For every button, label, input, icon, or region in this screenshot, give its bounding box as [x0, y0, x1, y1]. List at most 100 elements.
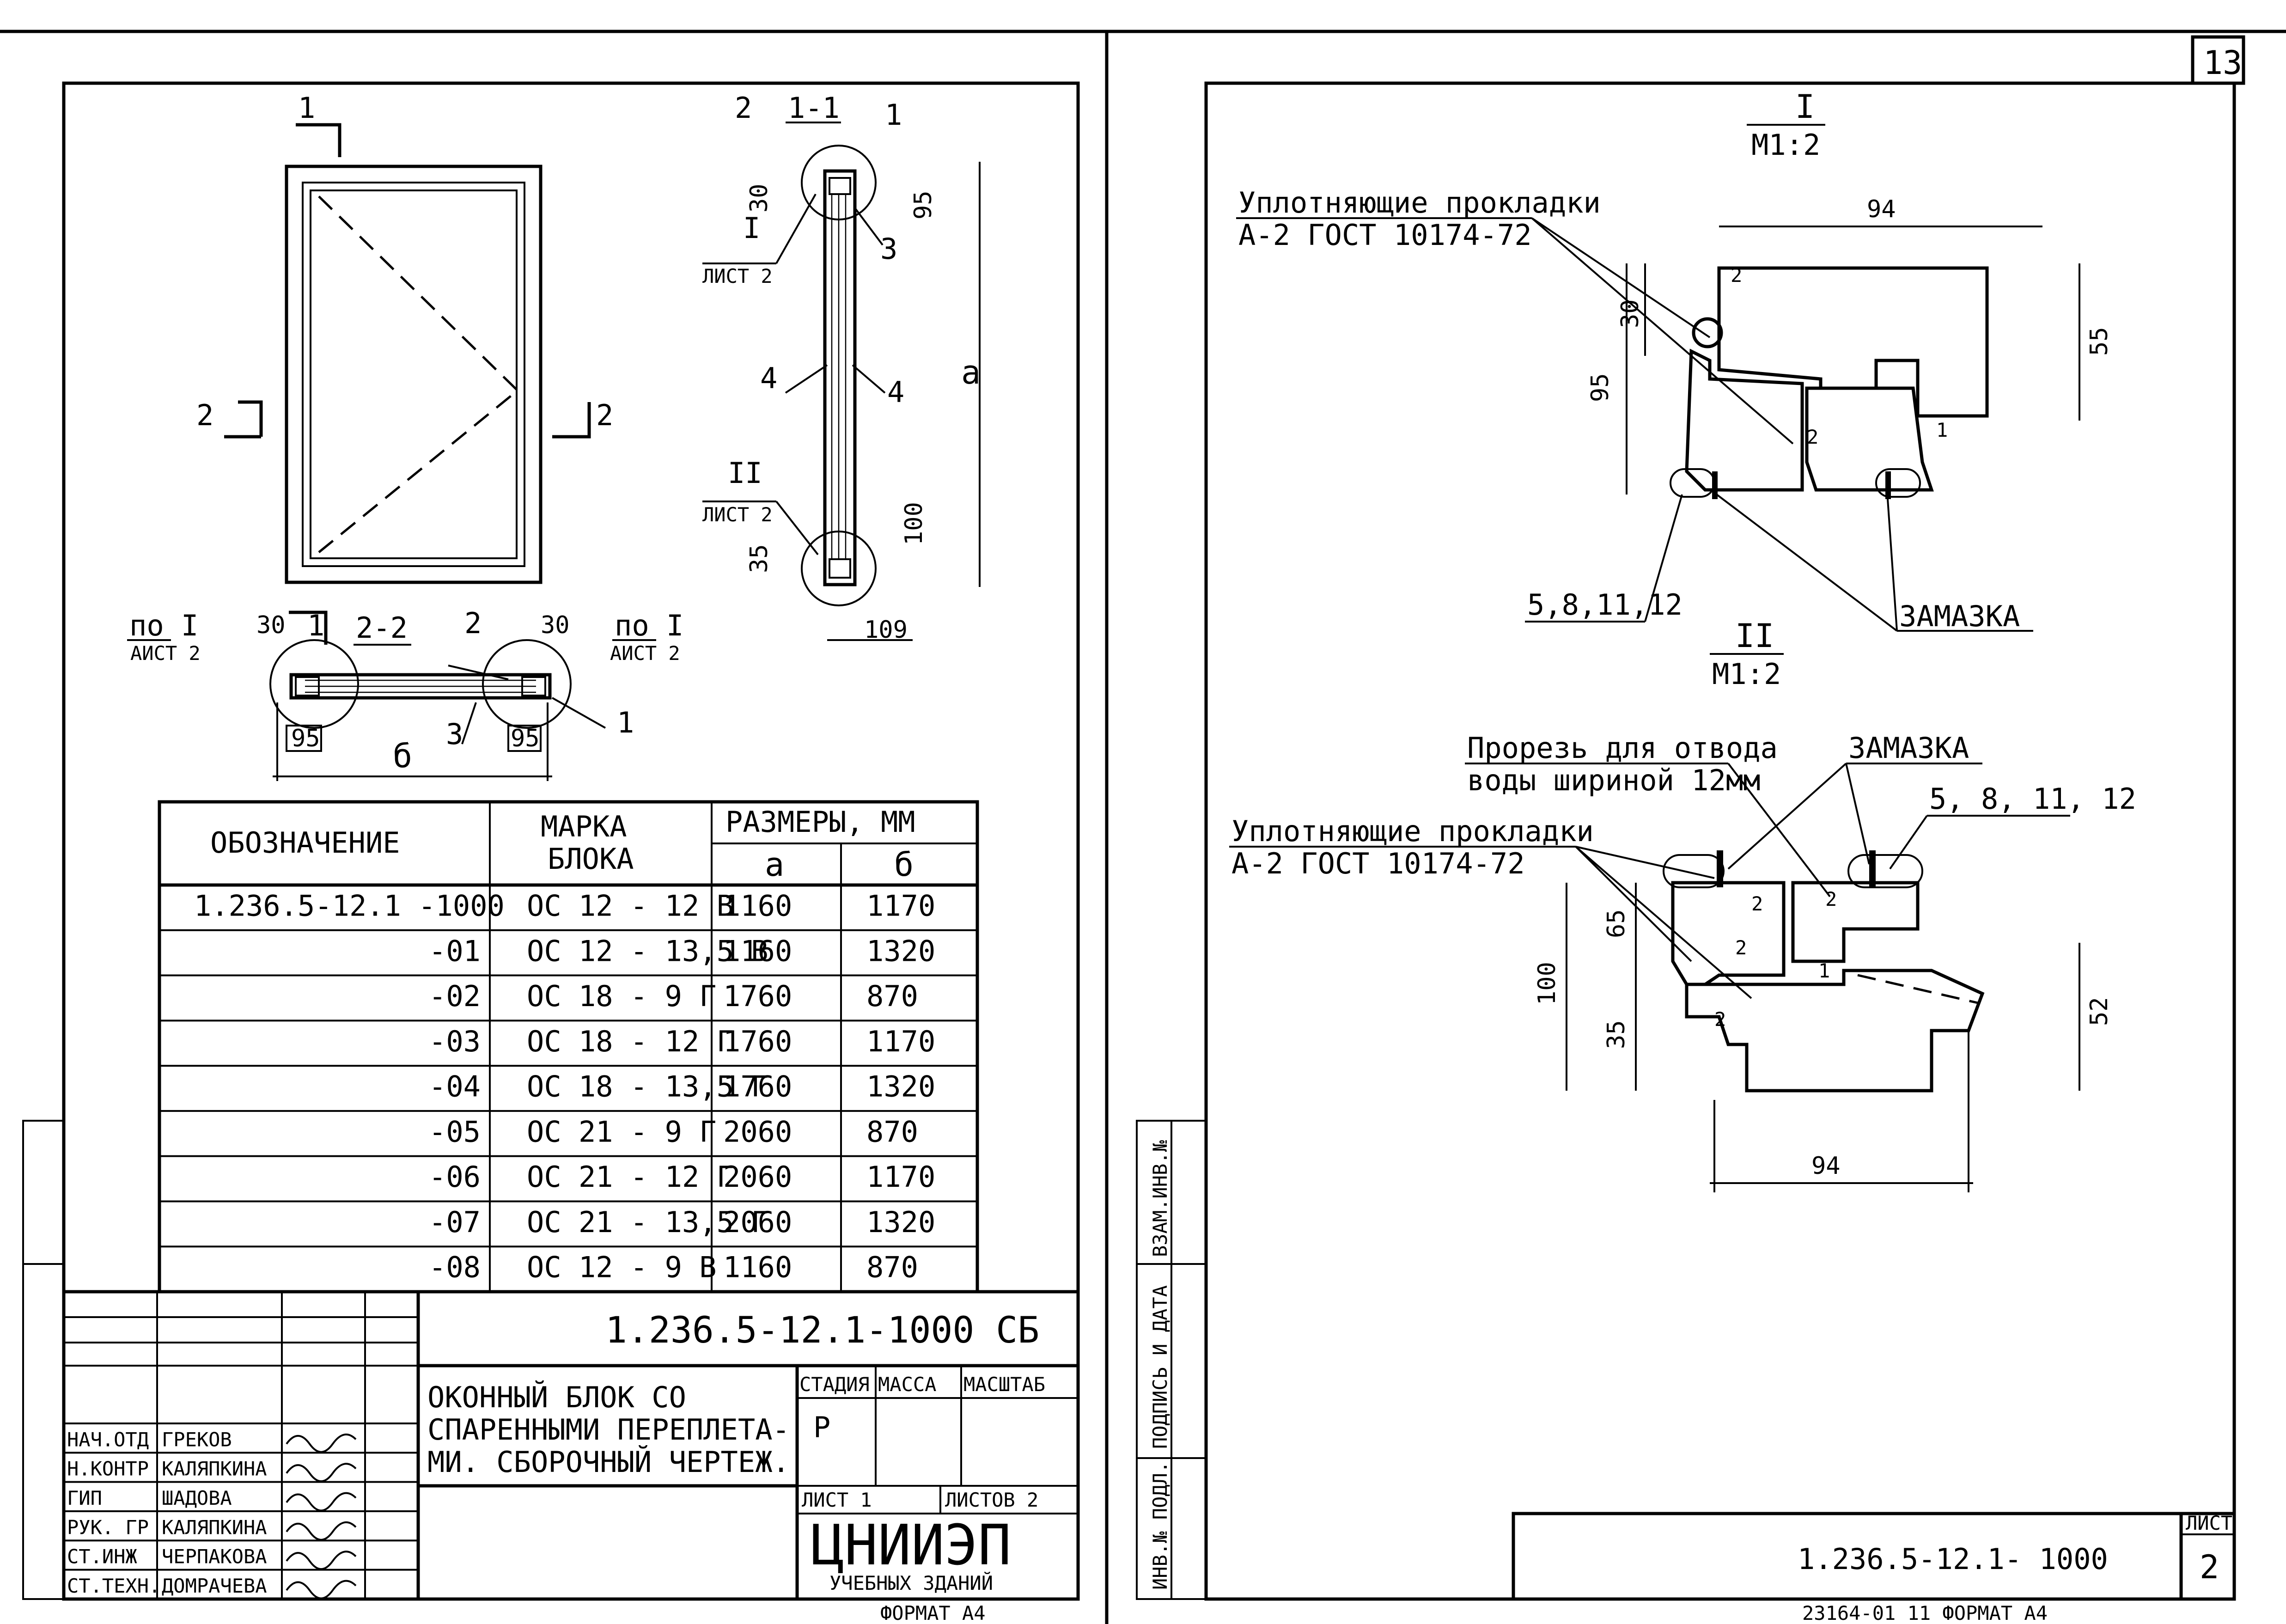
s22-dim-95-left: 95	[291, 725, 320, 752]
dII-52: 52	[2085, 997, 2113, 1026]
s11-callout-3: 3	[880, 232, 897, 266]
tb-signer-name: КАЛЯПКИНА	[162, 1516, 267, 1539]
dII-gaskets-1: Уплотняющие прокладки	[1231, 814, 1594, 848]
dII-putty-right	[1847, 854, 1923, 888]
table-row-lines	[159, 929, 977, 1248]
dI-n2-b: 2	[1807, 426, 1818, 448]
s22-callout-1: 1	[617, 706, 634, 739]
table-cell-mark: ОС 18 - 12 Г	[527, 1025, 734, 1058]
side-stamp-1: ИНВ.№ ПОДЛ.	[1149, 1461, 1171, 1590]
title-block: 1.236.5-12.1-1000 СБ ОКОННЫЙ БЛОК СО СПА…	[64, 1290, 1078, 1624]
table-cell-designation: -03	[429, 1025, 481, 1058]
tb-stage-value: Р	[813, 1410, 830, 1444]
dI-sash-profile	[1717, 266, 1989, 418]
dII-gaskets-2: А-2 ГОСТ 10174-72	[1231, 847, 1525, 880]
s22-left-insert	[295, 676, 320, 696]
s22-dim-30-left: 30	[256, 611, 286, 639]
s22-dim-95-right: 95	[511, 725, 540, 752]
opening-dashed-lines	[318, 195, 519, 553]
s11-leader-4-left	[785, 364, 828, 394]
dII-n2-d: 2	[1825, 888, 1837, 910]
table-cell-mark: ОС 21 - 9 Г	[527, 1115, 717, 1148]
dII-gasket-leader-3	[1575, 846, 1752, 999]
table-cell-a: 2060	[723, 1160, 792, 1194]
tb-signature	[286, 1580, 357, 1600]
dI-n2-a: 2	[1731, 264, 1742, 287]
gaskets-label-1: Уплотняющие прокладки	[1238, 186, 1601, 220]
page-number-box	[2191, 35, 2245, 85]
s22-right-insert	[521, 676, 546, 696]
dI-55: 55	[2085, 327, 2113, 356]
tb-title-line2: СПАРЕННЫМИ ПЕРЕПЛЕТА-	[427, 1413, 790, 1447]
dII-nail-left	[1717, 850, 1723, 887]
table-cell-b: 1320	[866, 934, 935, 968]
cut-2-left-label: 2	[196, 398, 213, 432]
s11-dim-30: 30	[745, 183, 773, 213]
tb-org-name: ЦНИИЭП	[811, 1514, 1011, 1578]
section-1-1-title: 1-1	[788, 91, 840, 125]
section-2-2: по I АИСТ 2 30 1 2-2 2 30 по I АИСТ 2 1	[127, 606, 683, 781]
dI-94: 94	[1867, 195, 1896, 223]
dII-n2-a: 2	[1751, 892, 1763, 915]
dI-putty-leader-2	[1887, 499, 1898, 631]
section-2-2-title: 2-2	[356, 611, 408, 645]
table-cell-designation: -08	[429, 1251, 481, 1284]
dII-sash-left	[1671, 881, 1786, 986]
table-cell-designation: -07	[429, 1205, 481, 1239]
dII-drip-dash	[1857, 974, 1978, 1004]
dII-putty-left	[1663, 854, 1725, 888]
s22-dim-30-right: 30	[541, 611, 570, 639]
page-number: 13	[2203, 44, 2242, 82]
tb-signer-role: СТ.ТЕХН.	[67, 1575, 160, 1597]
tb-signer-role: Н.КОНТР	[67, 1458, 149, 1480]
tb-format: ФОРМАТ А4	[880, 1602, 986, 1624]
s11-callout-4-left: 4	[760, 361, 777, 395]
dII-n2-b: 2	[1735, 936, 1747, 959]
dII-items: 5, 8, 11, 12	[1929, 782, 2136, 816]
tb-doc-code: 1.236.5-12.1-1000 СБ	[605, 1310, 1039, 1351]
s22-dim-b: б	[393, 737, 412, 775]
tb-signer-name: ДОМРАЧЕВА	[162, 1575, 267, 1597]
s11-leader-3	[854, 207, 884, 246]
dI-items-leader	[1644, 494, 1683, 622]
left-sheet: 1 2 2 по I АИСТ 2 30 1 2-2 2 30 по I АИС…	[22, 81, 1080, 1624]
tb-sheet-label: ЛИСТ 1	[802, 1489, 872, 1511]
po-I-left-sheet: АИСТ 2	[130, 642, 201, 665]
s11-callout-2: 2	[735, 91, 752, 125]
dII-n1: 1	[1818, 959, 1830, 982]
right-doc-code: 1.236.5-12.1- 1000	[1798, 1542, 2108, 1576]
cut-2-right-label: 2	[596, 398, 613, 432]
side-stamp-2: ПОДПИСЬ И ДАТА	[1149, 1285, 1171, 1449]
s22-leader-3	[461, 702, 477, 745]
right-sheet-label: ЛИСТ	[2186, 1512, 2232, 1534]
table-cell-a: 1760	[723, 1025, 792, 1058]
s22-dim-95-right-box	[507, 725, 542, 752]
dII-n2-c: 2	[1714, 1008, 1726, 1031]
table-cell-designation: -05	[429, 1115, 481, 1148]
s22-dim-95-left-box	[286, 725, 322, 752]
dII-putty-label: ЗАМАЗКА	[1848, 731, 1969, 765]
tb-signer-role: НАЧ.ОТД	[67, 1428, 149, 1451]
cut-1-top-label: 1	[298, 91, 315, 125]
tb-scale-label: МАСШТАБ	[963, 1373, 1045, 1396]
window-middle-frame	[302, 182, 525, 567]
tb-signer-role: РУК. ГР	[67, 1516, 149, 1539]
dI-putty-label: ЗАМАЗКА	[1899, 599, 2020, 633]
table-cell-a: 1160	[723, 1251, 792, 1284]
table-cell-mark: ОС 12 - 9 В	[527, 1251, 717, 1284]
tb-title-line3: МИ. СБОРОЧНЫЙ ЧЕРТЕЖ.	[427, 1445, 790, 1479]
slot-leader	[1727, 763, 1831, 897]
table-cell-a: 1760	[723, 979, 792, 1013]
s11-ref-I-leader	[775, 194, 817, 264]
tb-signer-role: СТ.ИНЖ	[67, 1545, 137, 1568]
table-cell-designation: 1.236.5-12.1 -1000	[194, 889, 505, 922]
detail-I-scale: М1:2	[1751, 128, 1820, 162]
s22-callout-2: 2	[464, 606, 482, 640]
table-cell-b: 1320	[866, 1070, 935, 1104]
tb-signature	[286, 1463, 357, 1482]
s11-top-insert	[829, 177, 851, 195]
slot-label-2: воды шириной 12мм	[1467, 763, 1761, 797]
title-block-row-lines	[64, 1316, 418, 1571]
